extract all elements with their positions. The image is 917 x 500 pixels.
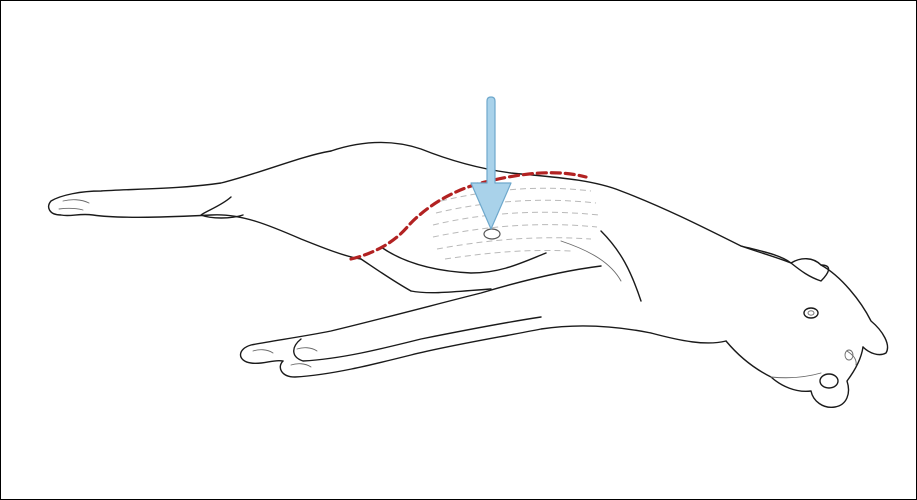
rib-guides	[433, 188, 599, 259]
down-arrow-icon	[471, 97, 511, 229]
hind-legs	[49, 151, 411, 291]
dog-head	[651, 246, 888, 407]
target-point-icon	[484, 229, 500, 239]
red-dashed-line	[351, 173, 586, 259]
front-legs	[241, 266, 652, 377]
dog-body	[331, 142, 791, 301]
